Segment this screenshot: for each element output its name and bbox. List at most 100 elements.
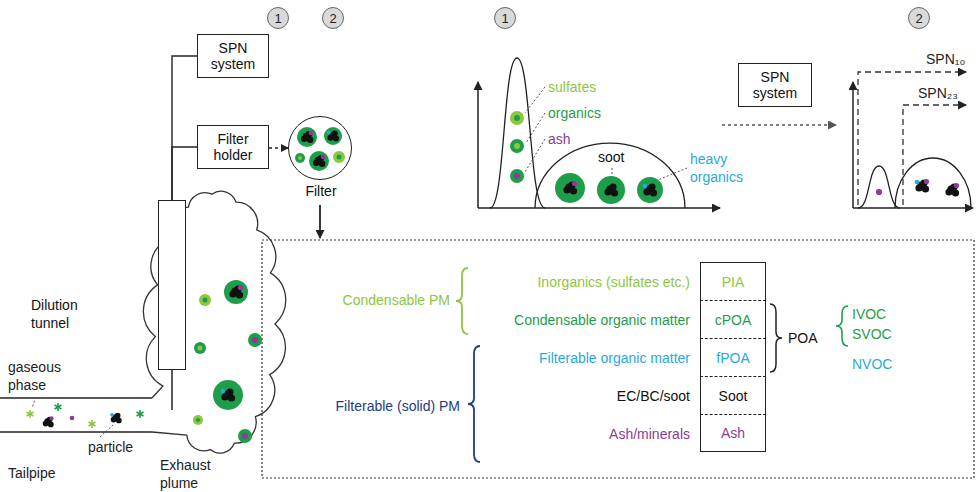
particle (238, 429, 252, 443)
process-arrow (722, 124, 836, 125)
soot-grain (303, 133, 309, 139)
annotation-label: POA (788, 329, 828, 347)
particle (43, 416, 54, 427)
particle-core (242, 433, 248, 439)
particle-shell (238, 429, 252, 443)
soot-grain (565, 183, 572, 190)
brace (836, 306, 848, 346)
plume-cloud (143, 191, 285, 453)
annotation-label: SPN₁₀ (926, 50, 974, 68)
callout-number: 2 (322, 7, 344, 29)
particle-shell (295, 153, 305, 163)
soot-grain (606, 185, 613, 192)
nucleation-mode-curve (490, 58, 545, 208)
callout-text: 2 (915, 11, 922, 26)
sampling-probe (171, 370, 173, 410)
annotation-label: EC/BC/soot (470, 387, 690, 405)
node-label: cPOA (715, 312, 752, 328)
particle (555, 173, 585, 203)
connector (269, 147, 288, 148)
particle-shell (297, 127, 317, 147)
accumulation-mode-curve (535, 143, 685, 208)
gas-stroke (27, 412, 34, 416)
particle (194, 342, 206, 354)
filter-arrow (319, 205, 321, 238)
callout-text: 2 (329, 11, 336, 26)
particle (510, 111, 524, 125)
particle-shell (555, 173, 585, 203)
particle-core (298, 156, 302, 160)
particle-shell (333, 151, 345, 163)
particle (297, 127, 317, 147)
particle (248, 333, 262, 347)
annotation-label: NVOC (852, 355, 902, 373)
annotation-label: Filterable organic matter (470, 349, 690, 367)
particle (510, 139, 524, 153)
particle-core (514, 115, 520, 121)
node-label: SPN system (743, 69, 807, 101)
particle (510, 169, 524, 183)
heavy-organic-dot (221, 389, 226, 394)
particle-shell (510, 111, 524, 125)
gas-stroke (137, 412, 144, 416)
annotation-label: sulfates (548, 78, 610, 96)
chart-axis (852, 82, 854, 208)
particle (333, 151, 345, 163)
gas-stroke (55, 405, 62, 409)
particle-shell (637, 177, 663, 203)
ash-grain (321, 155, 326, 160)
table-cell: Soot (700, 376, 766, 414)
annotation-label: Inorganics (sulfates etc.) (470, 273, 690, 291)
gas-stroke (55, 405, 62, 409)
table-cell: PIA (700, 262, 766, 300)
particle-shell (199, 294, 211, 306)
ash-grain (238, 285, 243, 290)
ash-grain (876, 189, 882, 195)
particle-shell (213, 380, 243, 410)
annotation-label: soot (598, 148, 638, 166)
callout-text: 1 (274, 11, 281, 26)
filter-disc: Filter (288, 116, 352, 180)
particle (309, 151, 329, 171)
soot-grain (315, 157, 321, 163)
particle (915, 179, 929, 193)
accumulation-mode-curve (895, 158, 971, 208)
particle (199, 294, 211, 306)
heavy-organic-dot (915, 180, 920, 185)
exhaust-plume-outline (143, 191, 285, 453)
callout-text: 1 (501, 11, 508, 26)
heavy-organic-dot (327, 131, 331, 135)
particle-shell (248, 333, 262, 347)
leader-lines (32, 87, 687, 437)
process-box: Filter holder (197, 125, 269, 169)
annotation-label: Tailpipe (8, 464, 78, 482)
callout-number: 2 (908, 7, 930, 29)
callout-number: 1 (494, 7, 516, 29)
particles (27, 111, 960, 443)
node-label: fPOA (716, 350, 749, 366)
particle-core (337, 155, 342, 160)
annotation-label: particle (88, 438, 148, 456)
soot-grain (947, 185, 954, 192)
soot-grain (231, 287, 238, 294)
particle-shell (194, 342, 206, 354)
particle (110, 413, 122, 424)
node-label: SPN system (202, 40, 264, 72)
tailpipe-wall (0, 398, 152, 432)
particle-shell (309, 151, 329, 171)
particle-shell (510, 139, 524, 153)
process-box: SPN system (197, 34, 269, 78)
heavy-organic-dot (110, 413, 114, 417)
annotation-label: Filterable (solid) PM (300, 397, 460, 415)
gas-molecule (89, 420, 96, 428)
node-label: Filter (269, 182, 373, 200)
brace (468, 346, 480, 462)
particle-shell (324, 127, 342, 145)
ash-grain (70, 416, 75, 421)
ash-grain (572, 181, 577, 186)
ash-grain (309, 131, 314, 136)
annotation-label: Condensable organic matter (470, 311, 690, 329)
